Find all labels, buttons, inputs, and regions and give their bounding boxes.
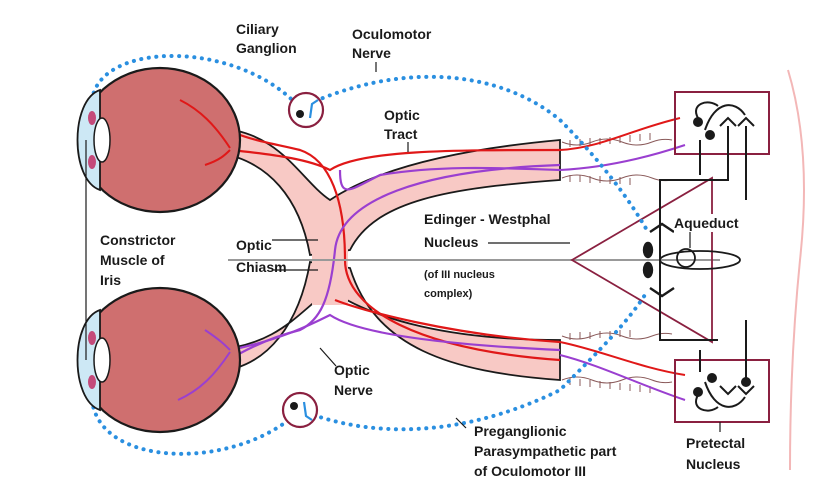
preganglionic-label-line2: Parasympathetic part <box>474 443 617 459</box>
leader-lines <box>85 62 721 432</box>
pretectal-box-upper <box>674 91 770 155</box>
red-fiber-lower-tract <box>334 298 561 344</box>
optic-nerve-label-line2: Nerve <box>334 382 373 398</box>
upper-optic-nerve-and-tract <box>214 127 561 256</box>
visual-fibers <box>174 99 561 401</box>
aqueduct-circle <box>676 248 696 268</box>
oculomotor-nerve-label-line2: Nerve <box>352 45 391 61</box>
pretectal-nucleus-label-line1: Pretectal <box>686 435 745 451</box>
ciliary-ganglion-label-line1: Ciliary <box>236 21 279 37</box>
preganglionic-label-line3: of Oculomotor III <box>474 463 586 479</box>
ciliary-ganglion-lower <box>281 391 319 429</box>
iii-nucleus-complex-label-line1: (of III nucleus <box>424 269 495 281</box>
pretectal-circuitry-lower <box>693 350 755 412</box>
aqueduct-label: Aqueduct <box>674 215 739 231</box>
optic-pathway <box>214 127 561 381</box>
parasympathetic-upper <box>90 54 650 234</box>
edinger-westphal-triangle <box>570 176 713 344</box>
lower-optic-nerve-and-tract <box>214 260 561 381</box>
red-fiber-upper <box>179 99 561 362</box>
iii-nucleus-complex-label-line2: complex) <box>424 288 473 300</box>
parasympathetic-lower <box>90 288 650 456</box>
fibers-to-pretectal <box>559 117 686 401</box>
constrictor-muscle-label-line1: Constrictor <box>100 232 176 248</box>
pretectal-nucleus-label-line2: Nucleus <box>686 456 741 472</box>
constrictor-muscle-label-line3: Iris <box>100 272 121 288</box>
purple-fiber-lower <box>174 163 561 401</box>
oculomotor-nerve-label-line1: Oculomotor <box>352 26 432 42</box>
pretectal-box-lower <box>674 359 770 423</box>
eye-lower <box>76 286 242 434</box>
eye-upper <box>76 66 242 214</box>
aqueduct-label-bg <box>674 214 742 232</box>
constrictor-muscle-label-line2: Muscle of <box>100 252 165 268</box>
purple-fiber-lower-tract <box>229 313 561 352</box>
red-fiber-upper-tract <box>229 148 561 172</box>
ciliary-ganglion-upper <box>287 91 325 129</box>
optic-nerve-label-line1: Optic <box>334 362 370 378</box>
preganglionic-label-line1: Preganglionic <box>474 423 567 439</box>
optic-tract-label-line2: Tract <box>384 126 418 142</box>
edinger-westphal-label-line1: Edinger - Westphal <box>424 211 551 227</box>
ew-neuron-symbols <box>642 222 675 298</box>
edinger-westphal-label-line2: Nucleus <box>424 234 479 250</box>
tract-hatching-lower <box>561 330 673 393</box>
tract-hatching-upper <box>561 133 673 185</box>
brainstem-outline <box>787 69 805 471</box>
optic-tract-label-line1: Optic <box>384 107 420 123</box>
optic-chiasm-label-line1: Optic <box>236 237 272 253</box>
optic-chiasm-label-line2: Chiasm <box>236 259 287 275</box>
pretectal-circuitry-upper <box>659 101 755 385</box>
ciliary-ganglion-label-line2: Ganglion <box>236 40 297 56</box>
